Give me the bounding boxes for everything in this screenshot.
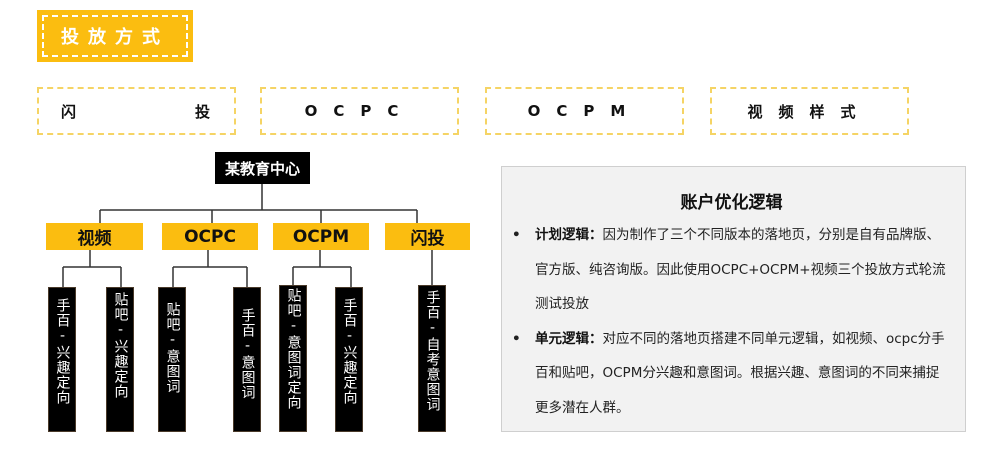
branch-video: 视频 [46, 223, 143, 250]
optimization-logic-panel: 账户优化逻辑 • 计划逻辑：因为制作了三个不同版本的落地页，分别是自有品牌版、官… [501, 166, 966, 432]
bullet-icon: • [512, 227, 521, 243]
leaf-node: 手百-意图词 [233, 287, 261, 432]
tree-root: 某教育中心 [215, 152, 310, 184]
method-flash-bid: 闪 投 [37, 87, 236, 135]
logic-heading: 单元逻辑： [535, 330, 603, 347]
leaf-label: 贴吧-意图词定向 [285, 288, 302, 410]
logic-text: 因为制作了三个不同版本的落地页，分别是自有品牌版、官方版、纯咨询版。因此使用OC… [535, 227, 946, 312]
method-label-part: 投 [194, 102, 210, 121]
method-label-part: 闪 [61, 102, 77, 121]
leaf-node: 贴吧-兴趣定向 [106, 287, 134, 432]
method-ocpc: OCPC [260, 87, 459, 135]
leaf-node: 手百-兴趣定向 [48, 287, 76, 432]
bullet-icon: • [512, 330, 521, 347]
logic-item-plan: • 计划逻辑：因为制作了三个不同版本的落地页，分别是自有品牌版、官方版、纯咨询版… [512, 218, 951, 322]
method-video-style: 视频样式 [710, 87, 909, 135]
branch-ocpc: OCPC [162, 223, 258, 250]
leaf-label: 手百-意图词 [239, 308, 256, 400]
branch-flash-bid: 闪投 [385, 223, 470, 250]
panel-title: 账户优化逻辑 [680, 193, 783, 213]
method-ocpm: OCPM [485, 87, 684, 135]
leaf-label: 手百-自考意图词 [424, 290, 441, 412]
section-title-badge: 投放方式 [37, 10, 193, 62]
logic-heading: 计划逻辑： [535, 227, 603, 243]
leaf-node: 贴吧-意图词 [158, 287, 186, 432]
leaf-label: 贴吧-兴趣定向 [112, 292, 129, 399]
leaf-node: 手百-自考意图词 [418, 285, 446, 432]
branch-ocpm: OCPM [273, 223, 369, 250]
section-title: 投放方式 [42, 15, 188, 57]
leaf-node: 手百-兴趣定向 [335, 287, 363, 432]
logic-text: 对应不同的落地页搭建不同单元逻辑，如视频、ocpc分手百和贴吧，OCPM分兴趣和… [535, 330, 945, 416]
logic-item-unit: • 单元逻辑：对应不同的落地页搭建不同单元逻辑，如视频、ocpc分手百和贴吧，O… [512, 322, 951, 426]
leaf-label: 贴吧-意图词 [164, 302, 181, 394]
leaf-label: 手百-兴趣定向 [54, 298, 71, 405]
leaf-label: 手百-兴趣定向 [341, 298, 358, 405]
leaf-node: 贴吧-意图词定向 [279, 285, 307, 432]
